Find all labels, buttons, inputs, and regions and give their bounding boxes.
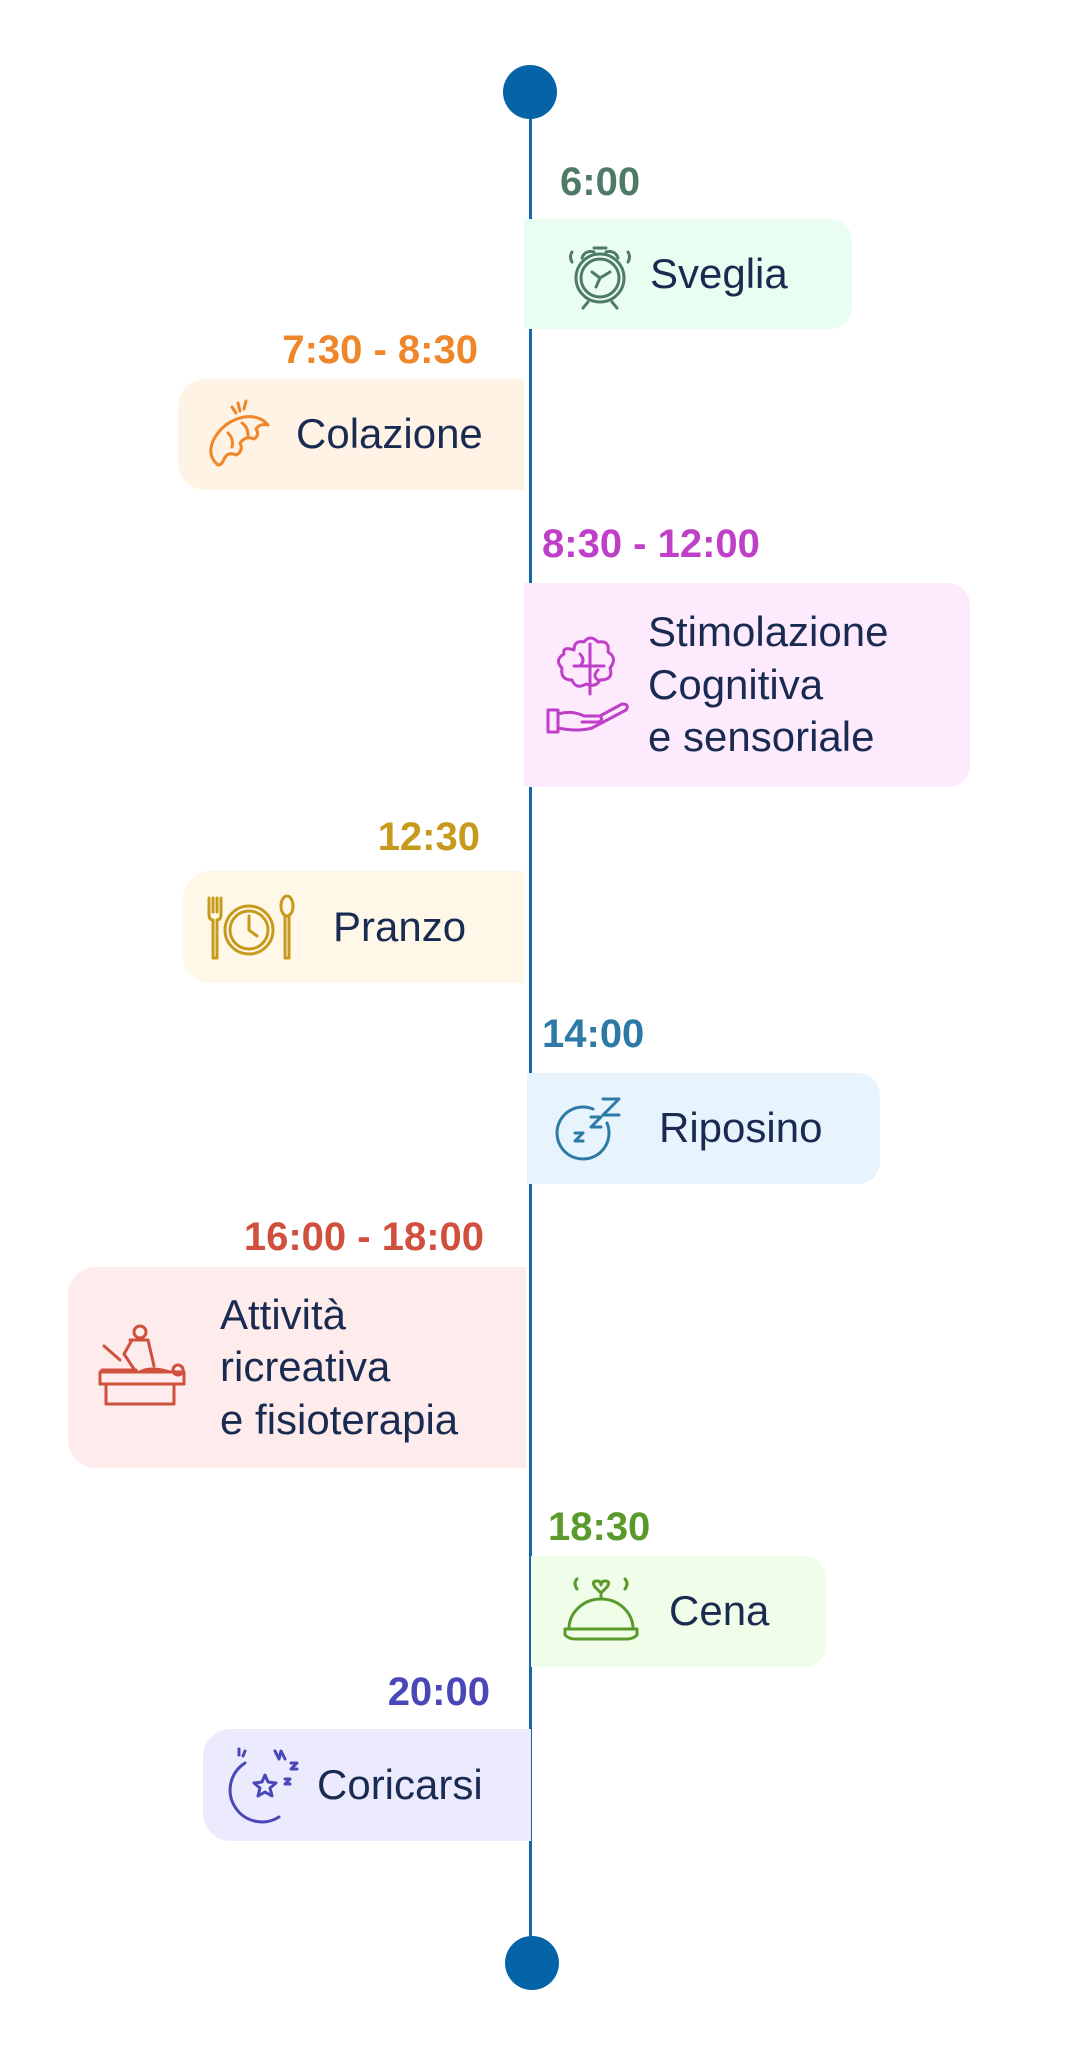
event-label: Attività ricreativa e fisioterapia [220, 1290, 459, 1443]
event-label: Stimolazione Cognitiva e sensoriale [648, 608, 889, 761]
alarm-clock-icon [569, 246, 631, 310]
event-coricarsi: Coricarsi [203, 1729, 531, 1841]
physiotherapy-icon [98, 1324, 186, 1405]
event-time: 6:00 [560, 160, 641, 204]
croissant-icon [209, 399, 270, 466]
event-riposino: Riposino [527, 1073, 880, 1184]
sleep-icon [555, 1097, 621, 1160]
event-pranzo: Pranzo [183, 871, 524, 983]
event-time: 7:30 - 8:30 [282, 328, 478, 372]
event-sveglia: Sveglia [524, 219, 852, 329]
event-time: 8:30 - 12:00 [542, 522, 760, 566]
timeline-end-dot [505, 1936, 559, 1990]
event-time: 20:00 [387, 1670, 490, 1714]
event-time: 18:30 [548, 1505, 651, 1549]
event-label: Sveglia [650, 249, 788, 297]
event-attivita: Attività ricreativa e fisioterapia [68, 1267, 526, 1468]
event-time: 14:00 [542, 1012, 645, 1056]
event-time: 12:30 [377, 815, 480, 859]
brain-hand-icon [546, 636, 629, 734]
event-stimolazione: Stimolazione Cognitiva e sensoriale [524, 583, 970, 787]
timeline-line [529, 92, 532, 1964]
moon-stars-icon [228, 1747, 299, 1824]
event-colazione: Colazione [178, 379, 524, 490]
cloche-icon [563, 1577, 639, 1640]
event-label: Pranzo [333, 902, 467, 950]
timeline-start-dot [503, 65, 557, 119]
event-cena: Cena [531, 1556, 826, 1667]
plate-clock-icon [207, 894, 295, 960]
event-time: 16:00 - 18:00 [243, 1215, 484, 1259]
event-label: Coricarsi [317, 1760, 483, 1808]
event-label: Cena [669, 1587, 770, 1635]
event-label: Riposino [659, 1104, 823, 1152]
event-label: Colazione [296, 410, 483, 458]
